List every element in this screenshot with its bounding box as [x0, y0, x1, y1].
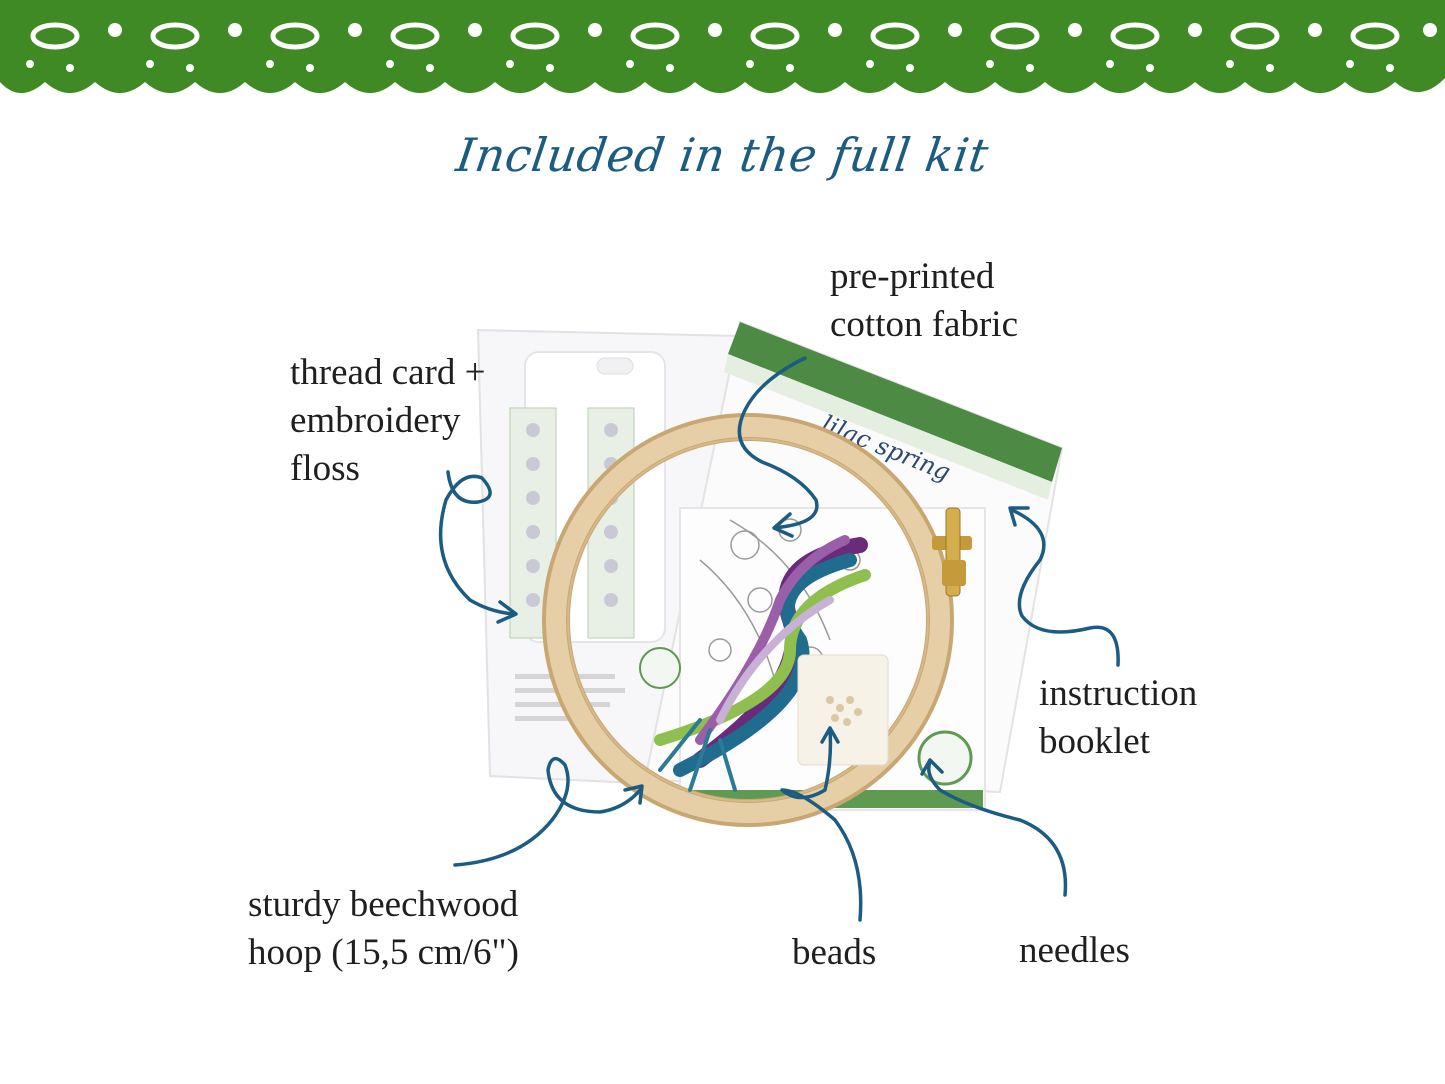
beads-packet [797, 654, 889, 766]
lace-border [0, 0, 1445, 93]
arrow-fabric [737, 356, 819, 538]
arrow-needles [920, 758, 1068, 897]
arrow-thread-card [438, 470, 518, 624]
arrow-hoop [453, 756, 644, 867]
floss-skein [654, 535, 871, 792]
label-thread-card: thread card + embroidery floss [290, 352, 486, 489]
arrow-beads [780, 726, 863, 922]
label-needles: needles [1019, 930, 1130, 971]
arrow-booklet [1008, 506, 1120, 667]
label-fabric: pre-printed cotton fabric [830, 256, 1018, 345]
label-booklet: instruction booklet [1039, 673, 1198, 762]
label-beads: beads [792, 932, 877, 973]
beechwood-hoop [542, 413, 972, 827]
label-hoop: sturdy beechwood hoop (15,5 cm/6") [248, 884, 519, 973]
